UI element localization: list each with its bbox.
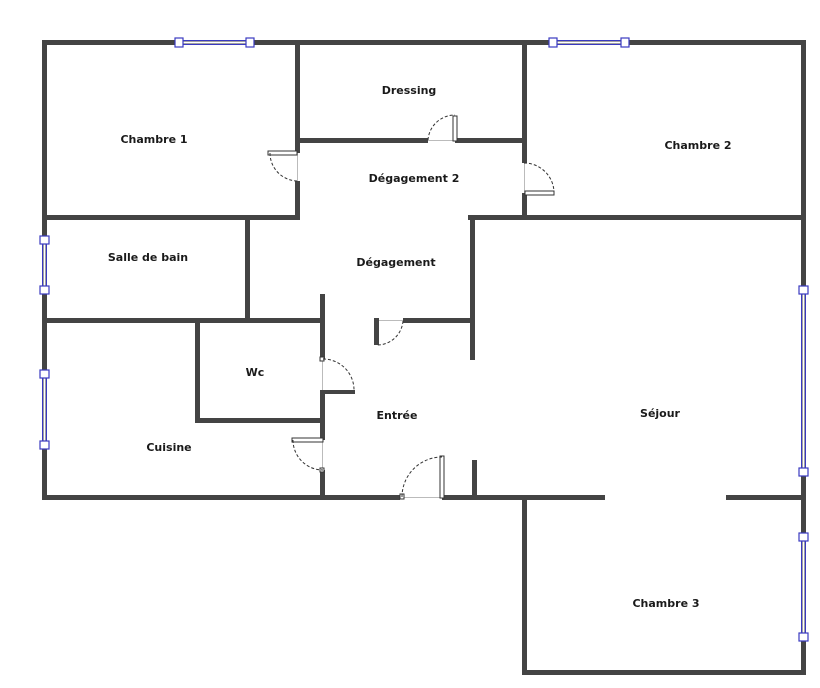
wall-dressing-right [522, 40, 527, 163]
label-sejour: Séjour [640, 407, 681, 420]
wall-entree-right-stub [472, 460, 477, 500]
wall-dressing-left [295, 40, 300, 153]
wall-wc-right-upper [320, 294, 325, 359]
wall-exterior-right [801, 40, 806, 498]
door-chambre2 [523, 162, 555, 196]
window-chambre1 [174, 37, 255, 48]
wall-chambre1-bottom [42, 215, 300, 220]
wall-degagement-right [470, 215, 475, 360]
door-degagement [376, 320, 404, 346]
wall-cuisine-right-lower [320, 470, 325, 500]
walls [42, 40, 806, 675]
door-chambre1 [267, 150, 298, 182]
door-dressing [427, 114, 458, 142]
label-degagement2: Dégagement 2 [369, 172, 460, 185]
wall-degagement-bottom-right [403, 318, 475, 323]
window-cuisine [39, 369, 50, 450]
label-chambre3: Chambre 3 [632, 597, 699, 610]
wall-wc-left [195, 318, 200, 423]
label-chambre1: Chambre 1 [120, 133, 187, 146]
wall-dressing-bottom-left [295, 138, 428, 143]
label-chambre2: Chambre 2 [664, 139, 731, 152]
wall-exterior-top [42, 40, 806, 45]
windows [39, 37, 809, 642]
wall-wc-door-jamb [320, 390, 355, 394]
window-chambre3 [798, 532, 809, 642]
label-salle-de-bain: Salle de bain [108, 251, 188, 264]
wall-chambre3-left [522, 495, 527, 675]
label-cuisine: Cuisine [146, 441, 191, 454]
wall-chambre1-right-lower [295, 181, 300, 219]
wall-salle-de-bain-right [245, 215, 250, 323]
wall-chambre2-left-lower [522, 193, 527, 219]
wall-exterior-bottom-left [42, 495, 400, 500]
door-cuisine [291, 437, 325, 473]
wall-wc-right-mid [320, 390, 325, 440]
label-degagement: Dégagement [356, 256, 435, 269]
doors [267, 114, 555, 500]
window-sejour [798, 285, 809, 477]
label-dressing: Dressing [382, 84, 437, 97]
window-salle-de-bain [39, 235, 50, 295]
door-entree [399, 455, 445, 500]
wall-exterior-bottom-right [726, 495, 806, 500]
wall-chambre3-bottom [522, 670, 806, 675]
wall-wc-bottom [195, 418, 322, 423]
label-wc: Wc [246, 366, 265, 379]
door-wc [319, 356, 355, 391]
label-entree: Entrée [377, 409, 418, 422]
room-labels: Chambre 1 Dressing Chambre 2 Dégagement … [108, 84, 732, 610]
wall-dressing-bottom-right [455, 138, 527, 143]
wall-chambre2-bottom [468, 215, 806, 220]
window-chambre2 [548, 37, 630, 48]
wall-salle-de-bain-bottom [42, 318, 325, 323]
wall-degagement-door-jamb [374, 318, 379, 345]
